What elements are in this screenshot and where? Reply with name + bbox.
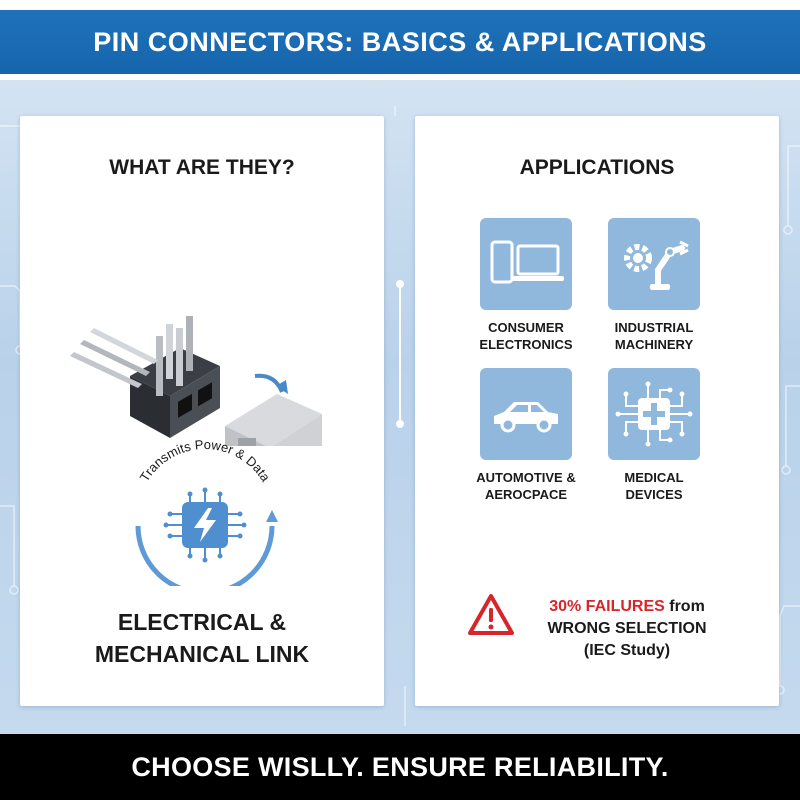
panel-divider <box>399 284 401 424</box>
phone-laptop-icon <box>480 218 572 310</box>
footer-bar: CHOOSE WISLLY. ENSURE RELIABILITY. <box>0 734 800 800</box>
divider-dot <box>396 280 404 288</box>
what-are-they-heading: WHAT ARE THEY? <box>109 156 295 179</box>
failure-statistic: 30% FAILURES from WRONG SELECTION (IEC S… <box>547 598 707 659</box>
warning-triangle-icon <box>468 594 514 635</box>
applications-heading: APPLICATIONS <box>519 156 675 179</box>
automotive-aerospace-label: AUTOMOTIVE & AEROCPACE <box>476 470 576 502</box>
what-are-they-panel: WHAT ARE THEY? <box>20 116 384 706</box>
pin-connector-illustration <box>70 316 322 446</box>
female-socket-icon <box>225 394 322 446</box>
male-header-icon <box>70 316 220 438</box>
car-icon <box>480 368 572 460</box>
page-title: PIN CONNECTORS: BASICS & APPLICATIONS <box>93 26 707 57</box>
applications-panel: APPLICATIONS CONSUMER ELECTRONICS INDUST… <box>415 116 779 706</box>
top-band <box>0 0 800 10</box>
industrial-machinery-label: INDUSTRIAL MACHINERY <box>614 320 694 352</box>
arrow-right-icon <box>254 373 284 393</box>
gear-robot-arm-icon <box>608 218 700 310</box>
divider-dot <box>396 420 404 428</box>
svg-text:Transmits Power & Data: Transmits Power & Data <box>137 437 274 485</box>
power-data-cycle-icon: Transmits Power & Data <box>135 437 278 586</box>
arc-text: Transmits Power & Data <box>137 437 274 485</box>
footer-tagline: CHOOSE WISLLY. ENSURE RELIABILITY. <box>131 751 669 782</box>
title-bar: PIN CONNECTORS: BASICS & APPLICATIONS <box>0 10 800 80</box>
medical-chip-icon <box>608 368 700 460</box>
medical-devices-label: MEDICAL DEVICES <box>624 470 684 502</box>
electrical-mechanical-link: ELECTRICAL & MECHANICAL LINK <box>94 609 310 667</box>
consumer-electronics-label: CONSUMER ELECTRONICS <box>479 320 573 352</box>
chip-bolt-icon <box>163 487 247 563</box>
